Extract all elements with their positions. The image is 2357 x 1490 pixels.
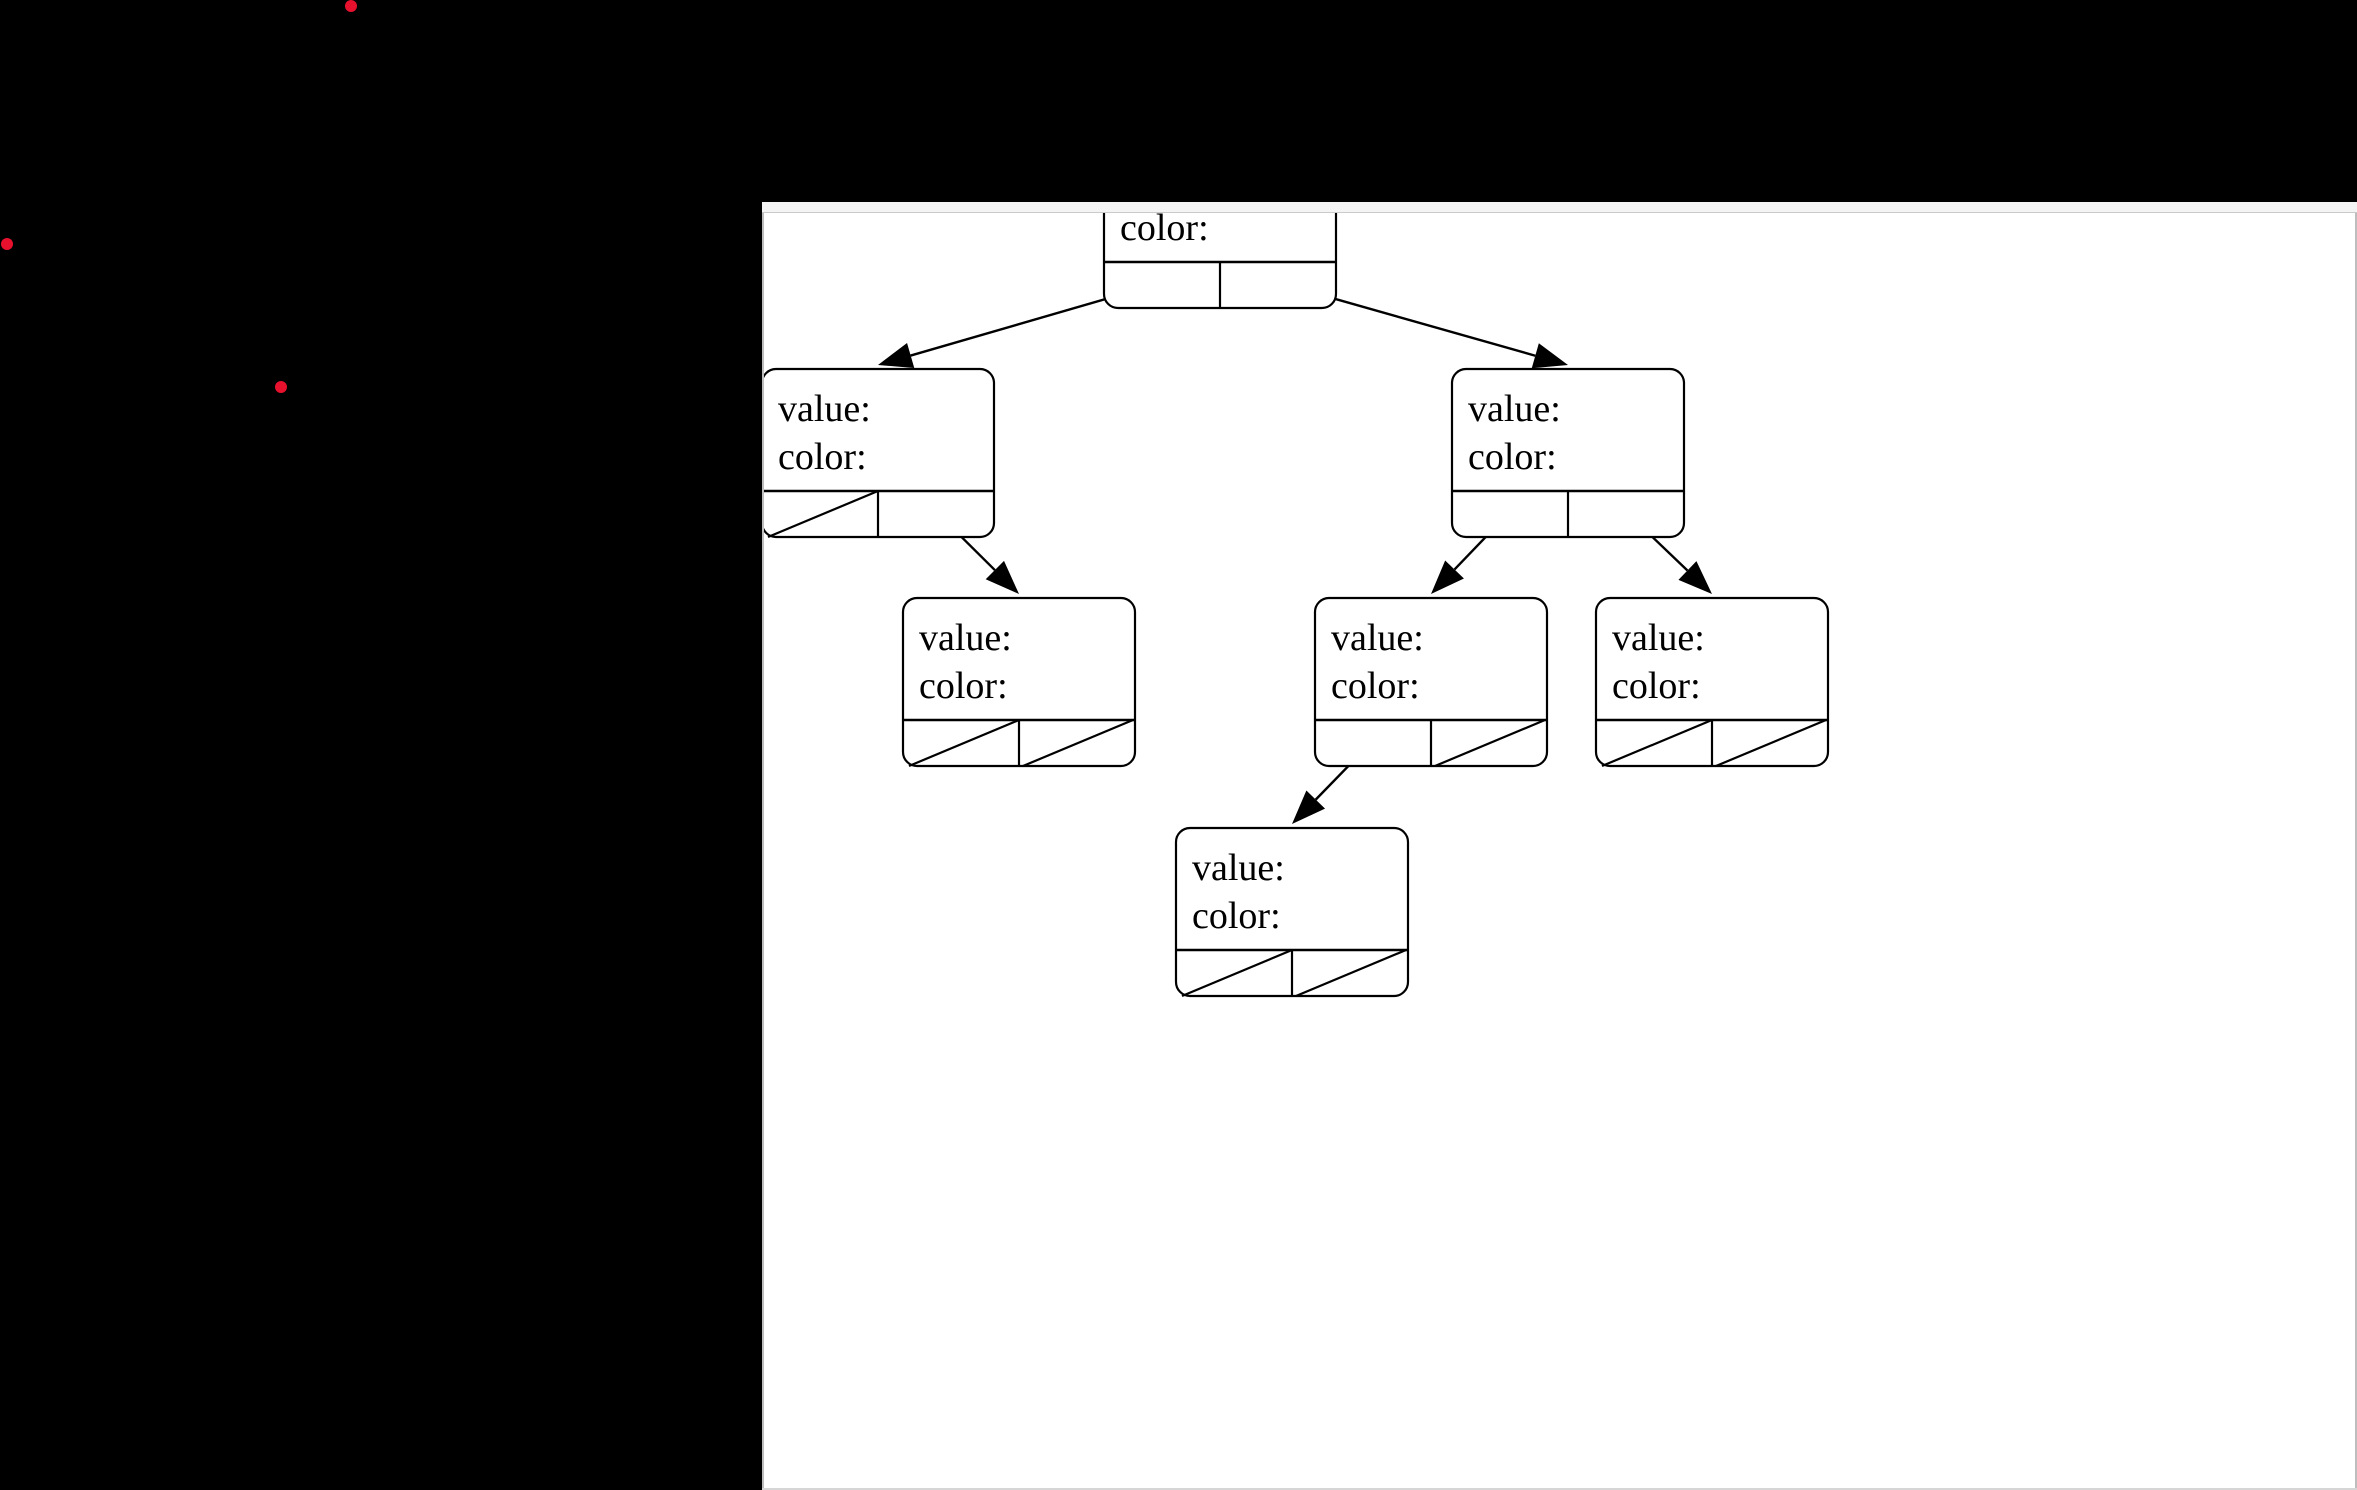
edge-root-to-left-arrowhead-icon: [878, 343, 915, 369]
node-color-label: color:: [1192, 895, 1281, 937]
node-value-label: value:: [1612, 617, 1705, 659]
marker-dot-middle: [275, 381, 287, 393]
null-pointer-right-icon: [1715, 718, 1827, 768]
marker-dot-top: [345, 0, 357, 12]
tree-node-left[interactable]: value: color:: [762, 367, 996, 539]
viewport-top-chrome: [762, 202, 2357, 213]
edge-right-to-right-left-arrowhead-icon: [1431, 560, 1464, 594]
null-pointer-left-icon: [1181, 948, 1293, 998]
marker-dot-left: [1, 238, 13, 250]
tree-node-deepest[interactable]: value: color:: [1174, 826, 1410, 998]
node-value-label: value:: [1331, 617, 1424, 659]
viewport-bottom-border: [762, 1488, 2357, 1490]
tree-node-right-left[interactable]: value: color:: [1313, 596, 1549, 768]
node-color-label: color:: [778, 436, 867, 478]
edge-root-to-right-arrowhead-icon: [1531, 343, 1568, 369]
tree-node-root[interactable]: value:color:: [1102, 202, 1338, 310]
node-color-label: color:: [1468, 436, 1557, 478]
null-pointer-left-icon: [767, 489, 879, 539]
null-pointer-right-icon: [1434, 718, 1546, 768]
tree-node-left-right[interactable]: value: color:: [901, 596, 1137, 768]
null-pointer-right-icon: [1022, 718, 1134, 768]
document-viewport[interactable]: value: color: value: color: value: color: valu…: [762, 202, 2357, 1490]
tree-nodes-layer: value: color: value: color: value: color: valu…: [762, 202, 1830, 998]
node-color-label: color:: [1331, 665, 1420, 707]
edge-right-to-right-right-arrowhead-icon: [1678, 561, 1712, 594]
vertical-scrollbar[interactable]: [2350, 213, 2355, 1490]
null-pointer-right-icon: [1295, 948, 1407, 998]
null-pointer-left-icon: [908, 718, 1020, 768]
viewport-left-border: [762, 213, 764, 1490]
node-color-label: color:: [1120, 207, 1209, 249]
node-value-label: value:: [919, 617, 1012, 659]
viewport-right-border: [2355, 213, 2357, 1490]
node-value-label: value:: [1468, 388, 1561, 430]
node-value-label: value:: [1192, 847, 1285, 889]
node-color-label: color:: [1612, 665, 1701, 707]
node-color-label: color:: [919, 665, 1008, 707]
edge-left-to-left-right-arrowhead-icon: [985, 560, 1019, 594]
edge-right-left-to-deepest-arrowhead-icon: [1292, 790, 1326, 824]
node-value-label: value:: [778, 388, 871, 430]
binary-tree-diagram: value: color: value: color: value: color: valu…: [762, 202, 1830, 998]
null-pointer-left-icon: [1601, 718, 1713, 768]
tree-node-right[interactable]: value: color:: [1450, 367, 1686, 539]
tree-node-right-right[interactable]: value: color:: [1594, 596, 1830, 768]
